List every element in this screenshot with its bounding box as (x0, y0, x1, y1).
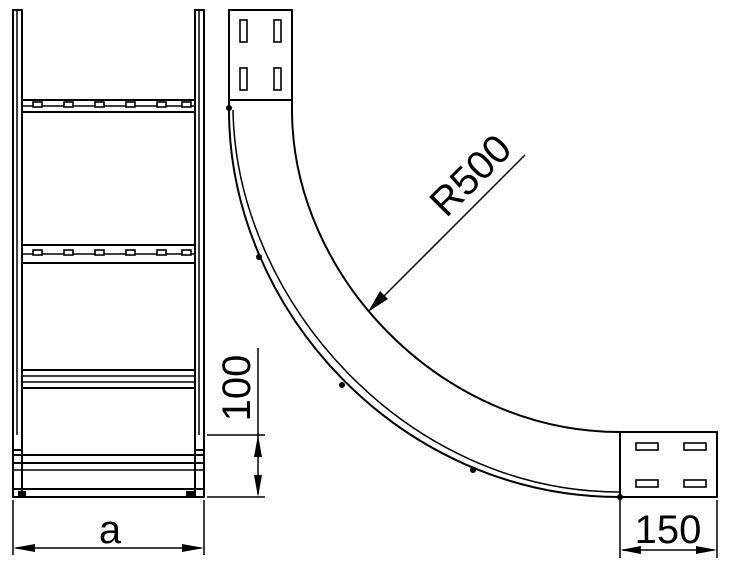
bend-cover-line (232, 109, 621, 493)
rung-1 (21, 99, 196, 113)
bend-inner-edge (291, 99, 718, 433)
dimension-a: a (12, 500, 205, 555)
dimension-150-label: 150 (635, 508, 702, 552)
dimension-150: 150 (619, 500, 718, 558)
bottom-end-plate (619, 431, 718, 498)
bottom-connector (12, 434, 205, 498)
dimension-100-label: 100 (215, 355, 259, 422)
bend-view: R500 150 (226, 9, 718, 558)
front-view: a 100 (12, 9, 265, 555)
dimension-100: 100 (207, 348, 265, 498)
dimension-r500-label: R500 (421, 126, 520, 225)
rung-3 (21, 369, 196, 389)
top-end-plate (228, 9, 293, 101)
rung-2 (21, 244, 196, 264)
bend-outer-edge (228, 99, 718, 498)
dimension-a-label: a (99, 508, 122, 552)
dimension-r500: R500 (368, 126, 526, 312)
